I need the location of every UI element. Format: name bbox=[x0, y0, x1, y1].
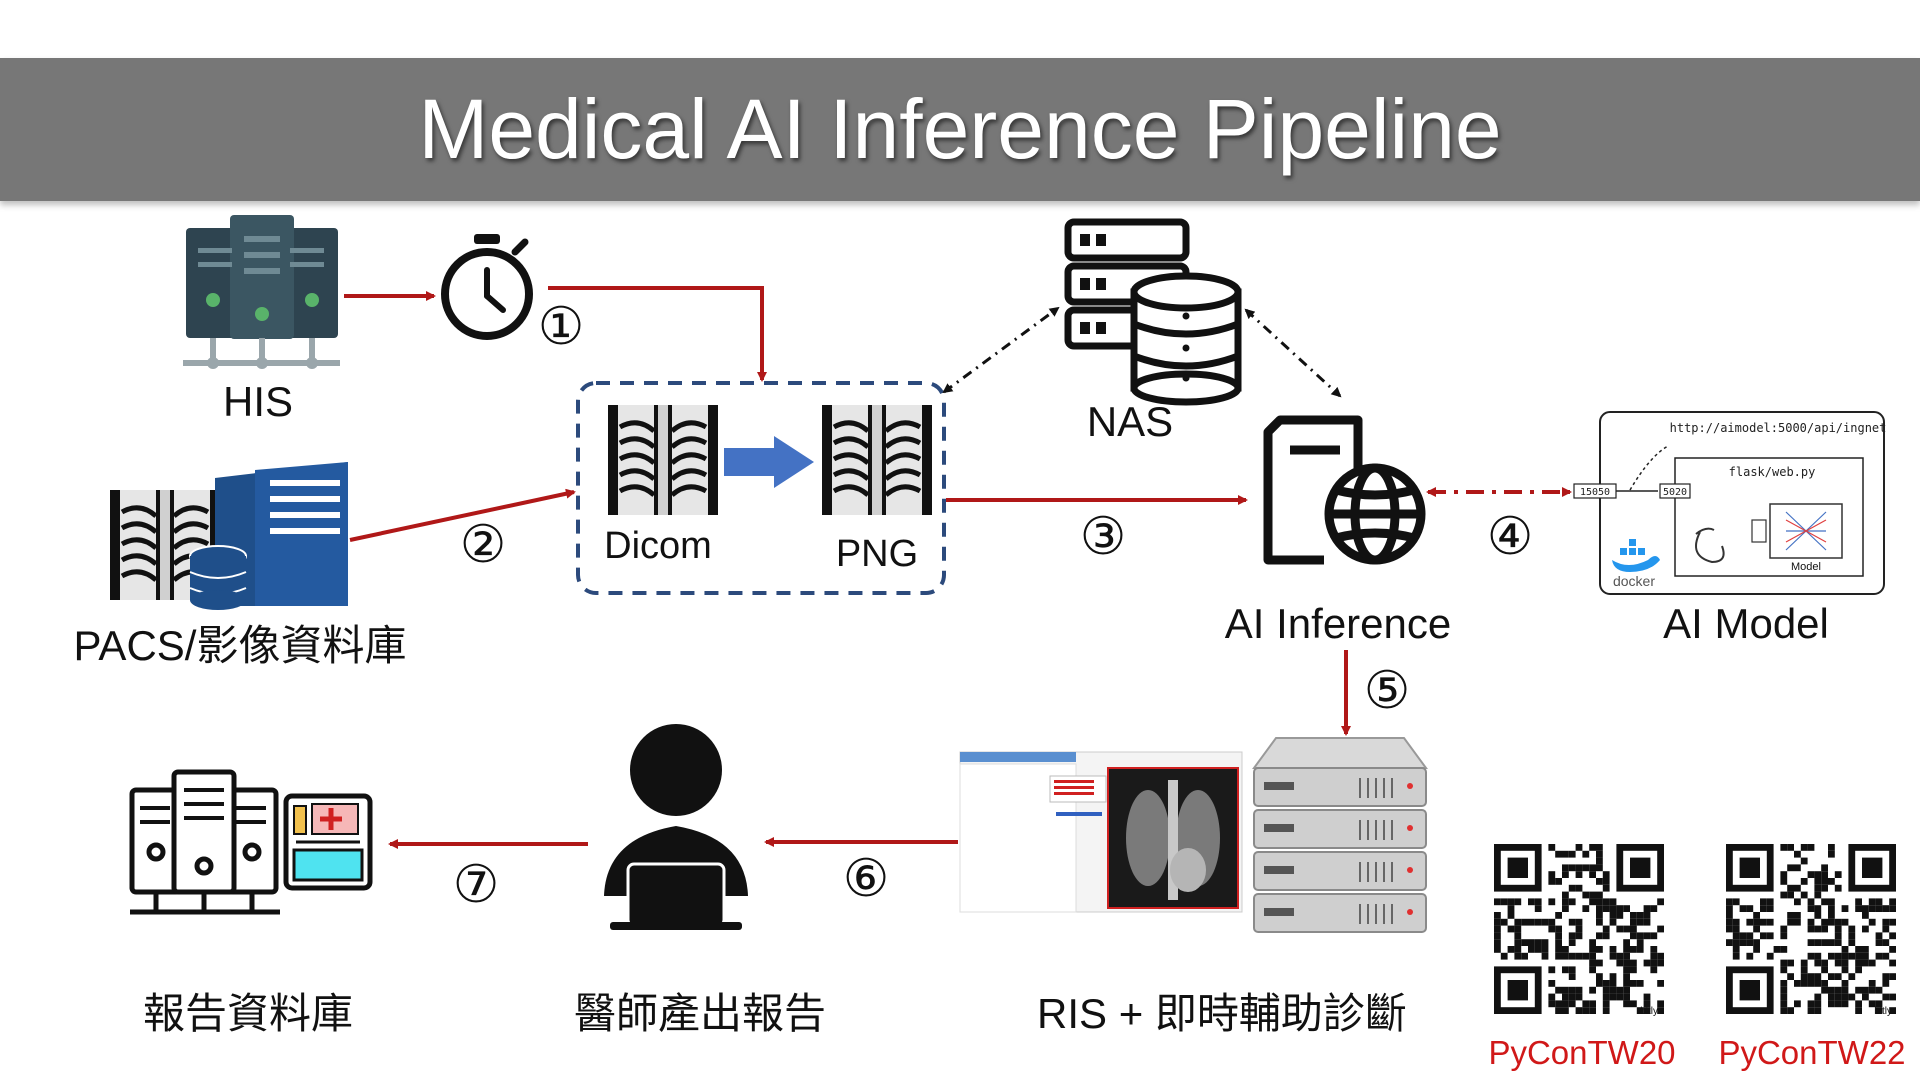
arrow-step2 bbox=[349, 488, 576, 542]
page-title: Medical AI Inference Pipeline bbox=[418, 82, 1502, 176]
qr-badge-2: bitly bbox=[1874, 1006, 1892, 1017]
step-1: ① bbox=[538, 298, 585, 356]
step-4: ④ bbox=[1487, 508, 1534, 566]
docker-icon: docker bbox=[1612, 539, 1660, 589]
step-7: ⑦ bbox=[453, 856, 500, 914]
title-bar: Medical AI Inference Pipeline bbox=[0, 58, 1920, 201]
ai-inference-label: AI Inference bbox=[1225, 600, 1451, 647]
flask-icon bbox=[1695, 527, 1725, 564]
arrow-nas-to-inference bbox=[1244, 308, 1342, 398]
step-5: ⑤ bbox=[1364, 662, 1411, 720]
arrow-nas-to-box bbox=[942, 306, 1060, 394]
ai-inference-icon bbox=[1263, 415, 1426, 565]
step-3: ③ bbox=[1080, 508, 1127, 566]
ai-model-label: AI Model bbox=[1663, 600, 1829, 647]
report-database-icon bbox=[129, 769, 373, 915]
qr-label-pycontw20: PyConTW20 bbox=[1488, 1034, 1675, 1071]
png-xray-image bbox=[822, 405, 932, 515]
ai-model-port-left: 15050 bbox=[1580, 487, 1610, 498]
qr-code-pycontw22: bitly bbox=[1722, 840, 1902, 1018]
nas-label: NAS bbox=[1087, 398, 1173, 445]
his-server-icon bbox=[183, 215, 340, 369]
his-label: HIS bbox=[223, 378, 293, 425]
qr-badge-1: bitly bbox=[1640, 1006, 1658, 1017]
report-db-label: 報告資料庫 bbox=[143, 990, 353, 1037]
docker-label: docker bbox=[1613, 573, 1655, 589]
nas-icon bbox=[1064, 218, 1242, 406]
ris-label: RIS + 即時輔助診斷 bbox=[1037, 990, 1407, 1037]
pacs-icon bbox=[110, 462, 348, 610]
server-rack-icon bbox=[1252, 737, 1428, 933]
ris-screenshot bbox=[959, 751, 1243, 913]
ai-model-file: flask/web.py bbox=[1729, 465, 1816, 479]
stopwatch-icon bbox=[441, 234, 533, 340]
doctor-icon bbox=[604, 724, 748, 930]
ai-model-port-right: 5020 bbox=[1663, 487, 1687, 498]
ai-model-diagram: http://aimodel:5000/api/ingnet flask/web… bbox=[1573, 411, 1887, 595]
arrow-step1 bbox=[548, 286, 767, 382]
dicom-label: Dicom bbox=[604, 525, 712, 567]
neural-network-icon: Model bbox=[1751, 503, 1843, 573]
convert-arrow bbox=[724, 436, 814, 488]
doctor-label: 醫師產出報告 bbox=[574, 990, 826, 1037]
ai-model-url: http://aimodel:5000/api/ingnet bbox=[1670, 421, 1887, 435]
qr-label-pycontw22: PyConTW22 bbox=[1718, 1034, 1905, 1071]
ai-model-model-label: Model bbox=[1791, 561, 1821, 573]
conversion-box bbox=[576, 381, 946, 595]
dicom-xray-image bbox=[608, 405, 718, 515]
step-2: ② bbox=[460, 516, 507, 574]
step-6: ⑥ bbox=[843, 850, 890, 908]
qr-code-pycontw20: bitly bbox=[1490, 840, 1670, 1018]
pacs-label: PACS/影像資料庫 bbox=[74, 622, 407, 669]
png-label: PNG bbox=[836, 533, 918, 575]
